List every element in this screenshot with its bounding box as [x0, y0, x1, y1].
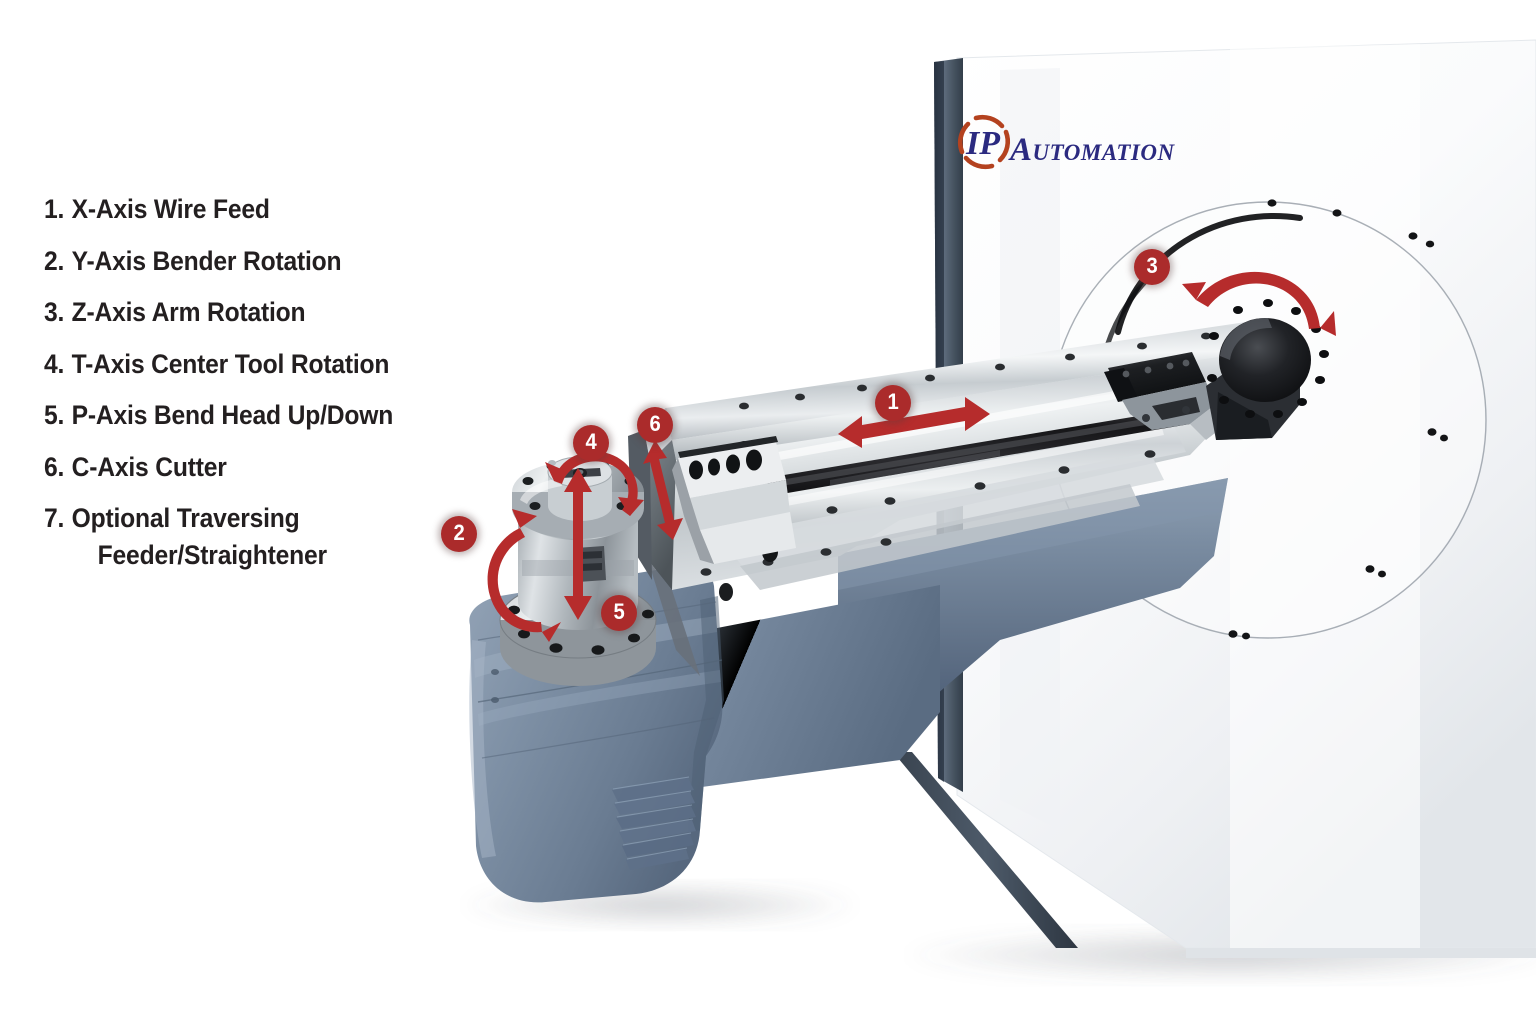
callout-label-5: 5	[613, 599, 625, 624]
callout-label-1: 1	[887, 389, 899, 414]
callout-label-4: 4	[585, 429, 597, 454]
arrow-z-arm	[1182, 271, 1336, 336]
legend-item-7: 7. Optional Traversing Feeder/Straighten…	[44, 505, 481, 568]
arrow-t-tool	[545, 451, 644, 516]
callout-badge-5[interactable]: 5	[601, 595, 637, 631]
motion-arrows	[487, 271, 1336, 642]
callout-label-6: 6	[649, 411, 661, 436]
arrow-p-bendhead	[564, 468, 592, 620]
legend-number-2: 2.	[44, 245, 65, 276]
callout-label-2: 2	[453, 520, 465, 545]
legend-label-1: X-Axis Wire Feed	[71, 194, 270, 224]
legend-number-3: 3.	[44, 297, 65, 327]
callout-badge-1[interactable]: 1	[875, 385, 911, 421]
brand-logo: IP Automation	[957, 114, 1175, 170]
vent-louvers	[612, 776, 696, 870]
callout-badge-6[interactable]: 6	[637, 407, 673, 443]
legend-number-7: 7.	[44, 503, 65, 533]
arrow-c-cutter	[643, 440, 683, 540]
x-axis-rail	[766, 408, 1190, 496]
callout-badge-4[interactable]: 4	[573, 425, 609, 461]
legend-item-5: 5. P-Axis Bend Head Up/Down	[44, 402, 481, 429]
legend-label-3: Z-Axis Arm Rotation	[71, 297, 306, 327]
legend-label-6: C-Axis Cutter	[71, 451, 227, 482]
legend-label-4: T-Axis Center Tool Rotation	[71, 348, 390, 379]
legend-label-5: P-Axis Bend Head Up/Down	[71, 400, 394, 430]
arrow-y-bender	[487, 509, 561, 642]
legend-label-7-line1: Optional Traversing	[71, 503, 300, 533]
brand-word: Automation	[1008, 132, 1175, 168]
legend-label-2: Y-Axis Bender Rotation	[71, 245, 342, 276]
arrow-x-feed	[838, 397, 990, 448]
callout-label-3: 3	[1146, 253, 1158, 278]
legend-number-1: 1.	[44, 194, 65, 224]
legend-item-2: 2. Y-Axis Bender Rotation	[44, 245, 481, 276]
brand-mark: IP	[965, 125, 1000, 162]
callout-badge-2[interactable]: 2	[441, 516, 477, 552]
legend-item-4: 4. T-Axis Center Tool Rotation	[44, 348, 481, 379]
legend-number-5: 5.	[44, 400, 65, 430]
legend-item-3: 3. Z-Axis Arm Rotation	[44, 299, 481, 326]
legend-label-7: Optional Traversing Feeder/Straightener	[72, 505, 481, 568]
callout-badge-3[interactable]: 3	[1134, 249, 1170, 285]
legend-number-6: 6.	[44, 451, 65, 482]
axis-legend-list: 1. X-Axis Wire Feed 2. Y-Axis Bender Rot…	[44, 196, 514, 593]
cutter-tool-block	[672, 436, 796, 564]
legend-label-7-line2: Feeder/Straightener	[97, 539, 327, 570]
legend-item-6: 6. C-Axis Cutter	[44, 451, 481, 482]
legend-number-4: 4.	[44, 348, 65, 379]
legend-item-1: 1. X-Axis Wire Feed	[44, 196, 481, 223]
